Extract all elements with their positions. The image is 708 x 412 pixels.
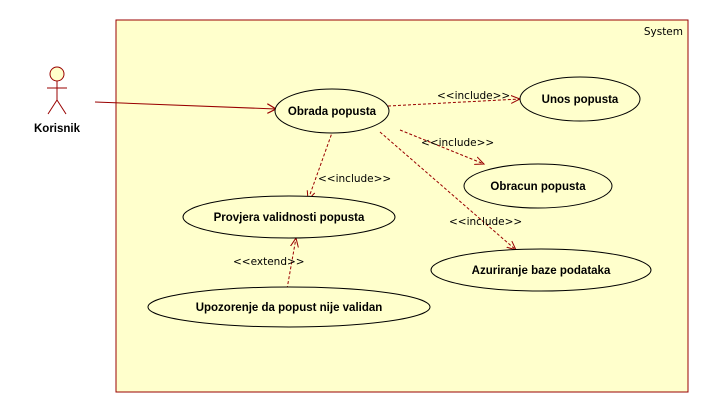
system-label: System: [644, 26, 683, 38]
usecase-obrada-popusta[interactable]: Obrada popusta: [274, 88, 390, 134]
actor-head: [49, 66, 65, 82]
extend-upozorenje-label: <<extend>>: [233, 256, 305, 268]
actor-right-leg: [56, 99, 67, 115]
include-unos-label: <<include>>: [437, 90, 510, 102]
usecase-unos-popusta[interactable]: Unos popusta: [519, 76, 641, 122]
include-unos-line[interactable]: [387, 99, 520, 107]
usecase-upozorenje[interactable]: Upozorenje da popust nije validan: [147, 286, 431, 328]
usecase-obracun-label: Obracun popusta: [490, 181, 586, 193]
usecase-provjera-validnosti[interactable]: Provjera validnosti popusta: [182, 195, 396, 239]
actor-label: Korisnik: [34, 123, 81, 135]
usecase-obrada-label: Obrada popusta: [288, 106, 377, 118]
include-provjera-line[interactable]: [308, 129, 334, 200]
include-obracun-line[interactable]: [399, 129, 484, 164]
include-obracun-label: <<include>>: [421, 137, 494, 149]
include-azuriranje-label: <<include>>: [449, 216, 522, 228]
include-azuriranje-line[interactable]: [379, 131, 516, 250]
include-provjera-label: <<include>>: [318, 173, 391, 185]
association-line[interactable]: [94, 101, 276, 109]
usecase-azuriranje-label: Azuriranje baze podataka: [472, 265, 611, 277]
actor-left-leg: [47, 99, 58, 115]
actor-korisnik[interactable]: Korisnik: [34, 66, 81, 135]
usecase-obracun-popusta[interactable]: Obracun popusta: [463, 163, 613, 209]
usecase-provjera-label: Provjera validnosti popusta: [214, 212, 365, 224]
usecase-unos-label: Unos popusta: [542, 94, 619, 106]
extend-upozorenje-line[interactable]: [286, 238, 296, 290]
usecase-upozorenje-label: Upozorenje da popust nije validan: [196, 302, 383, 314]
usecase-azuriranje-baze[interactable]: Azuriranje baze podataka: [430, 248, 652, 292]
